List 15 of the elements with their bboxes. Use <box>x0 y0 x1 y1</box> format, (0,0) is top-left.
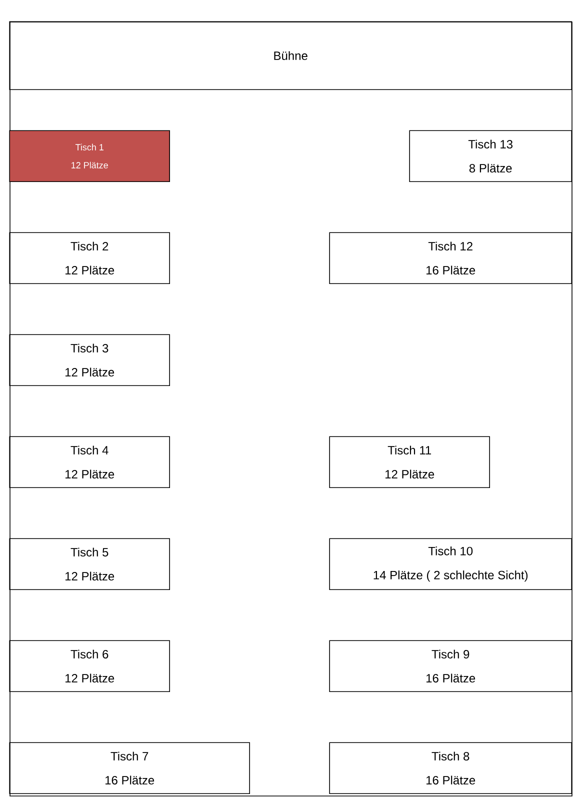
table-box: Tisch 11 12 Plätze <box>329 436 490 488</box>
table-box: Tisch 5 12 Plätze <box>9 538 170 590</box>
table-box: Tisch 6 12 Plätze <box>9 640 170 692</box>
table-box: Tisch 4 12 Plätze <box>9 436 170 488</box>
room-outline <box>10 22 572 796</box>
table-box: Tisch 12 16 Plätze <box>329 232 572 284</box>
table-box: Tisch 10 14 Plätze ( 2 schlechte Sicht) <box>329 538 572 590</box>
stage-area: Bühne <box>9 21 572 90</box>
table-box: Tisch 13 8 Plätze <box>409 130 572 182</box>
table-box: Tisch 9 16 Plätze <box>329 640 572 692</box>
table-box: Tisch 3 12 Plätze <box>9 334 170 386</box>
table-box: Tisch 7 16 Plätze <box>9 742 250 794</box>
table-box: Tisch 1 12 Plätze <box>9 130 170 182</box>
table-box: Tisch 8 16 Plätze <box>329 742 572 794</box>
table-box: Tisch 2 12 Plätze <box>9 232 170 284</box>
